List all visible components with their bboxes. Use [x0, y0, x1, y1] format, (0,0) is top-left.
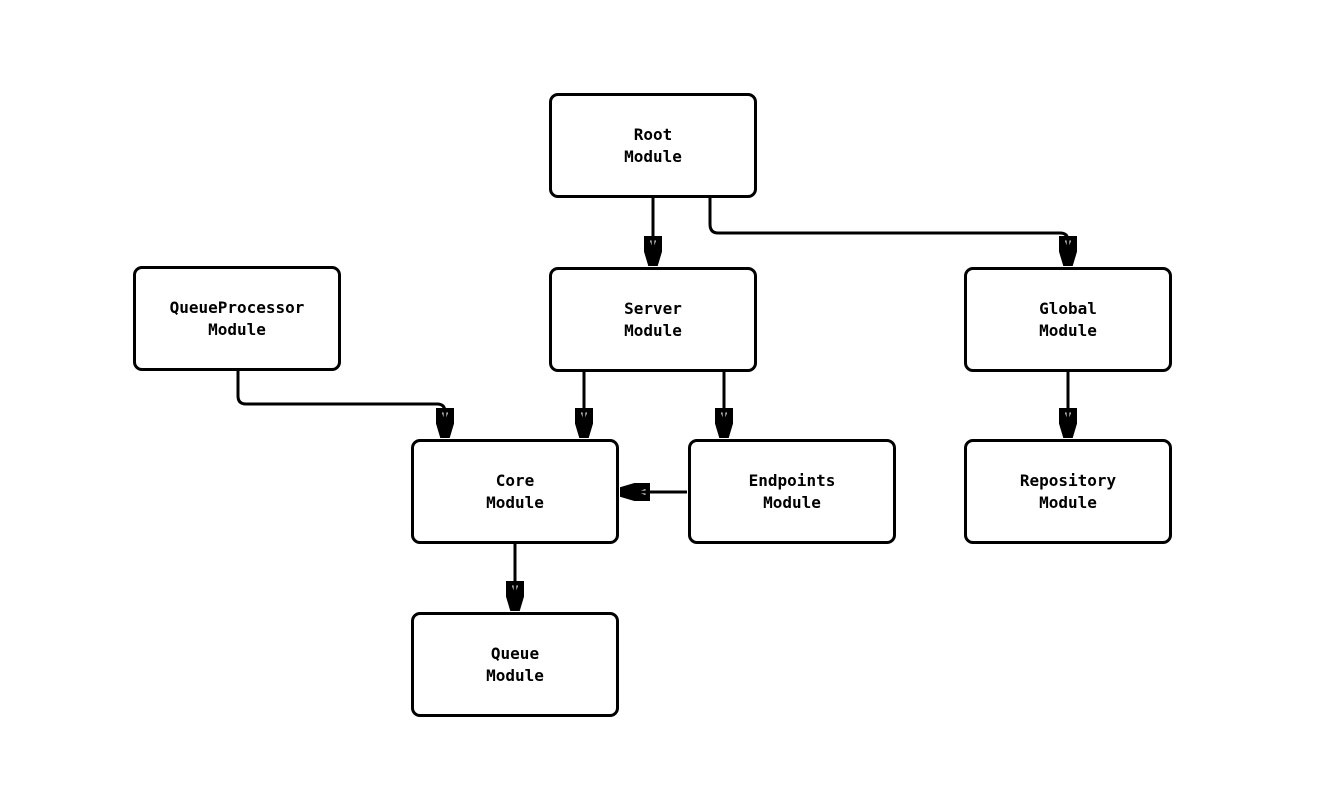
- node-endpoints-module: Endpoints Module: [688, 439, 896, 544]
- node-global-module: Global Module: [964, 267, 1172, 372]
- edge-queueprocessor-to-core: [236, 371, 445, 435]
- node-queue-module: Queue Module: [411, 612, 619, 717]
- edge-root-to-global: [708, 198, 1068, 263]
- node-server-module: Server Module: [549, 267, 757, 372]
- node-queueprocessor-module: QueueProcessor Module: [133, 266, 341, 371]
- node-root-module: Root Module: [549, 93, 757, 198]
- node-repository-module: Repository Module: [964, 439, 1172, 544]
- node-core-module: Core Module: [411, 439, 619, 544]
